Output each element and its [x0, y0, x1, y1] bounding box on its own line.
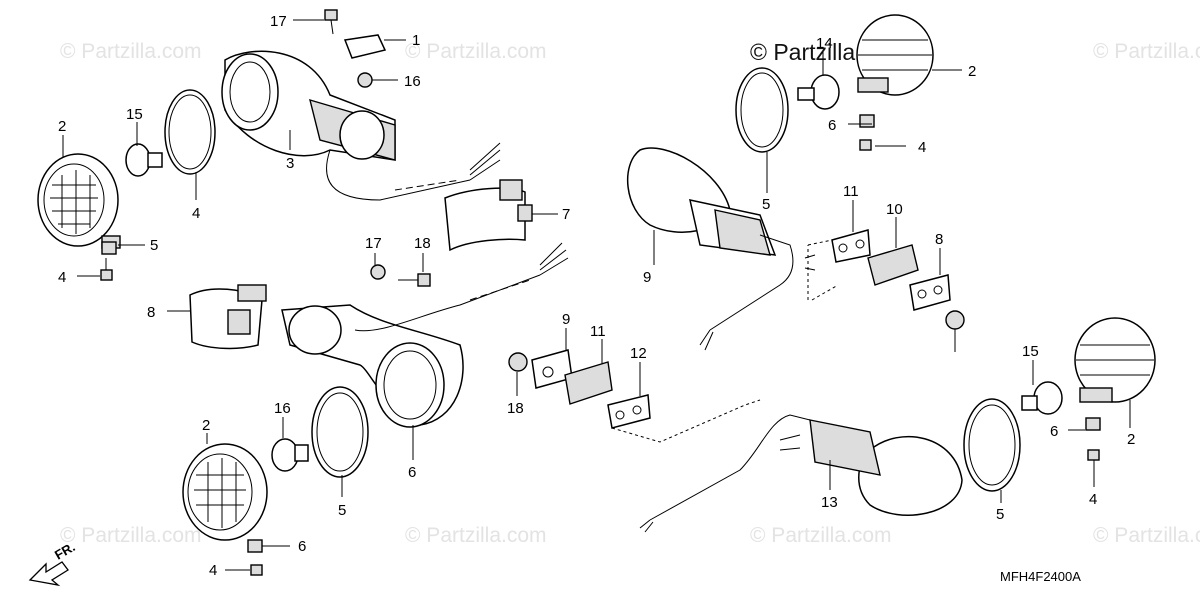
part-label: 2 — [1127, 431, 1135, 448]
arrow-icon — [28, 561, 69, 587]
part-label: 4 — [192, 205, 200, 222]
washer-part-9 — [909, 274, 951, 311]
lens-part-2 — [182, 443, 268, 541]
part-label: 11 — [843, 183, 859, 200]
screw-part-17 — [324, 9, 338, 35]
watermark: © Partzilla.com — [405, 40, 547, 63]
bushing-part-11 — [564, 361, 613, 405]
part-label: 8 — [935, 231, 943, 248]
part-label: 5 — [150, 237, 158, 254]
watermark: © Partzilla.com — [750, 524, 892, 547]
part-label: 16 — [404, 73, 421, 90]
part-label: 10 — [886, 201, 903, 218]
part-label: 6 — [298, 538, 306, 555]
part-label: 6 — [828, 117, 836, 134]
housing-part-10 — [626, 147, 816, 351]
lens-part-2 — [856, 14, 934, 96]
bulb-part-14 — [125, 143, 163, 177]
bushing-part-11 — [867, 244, 919, 286]
part-label: 9 — [643, 269, 651, 286]
clamp-part-1 — [343, 34, 387, 59]
part-label: 15 — [1022, 343, 1039, 360]
cover-part-8-lower — [189, 284, 267, 350]
part-label: 14 — [816, 35, 833, 52]
housing-part-3 — [221, 50, 501, 201]
nut-part-6 — [859, 114, 875, 128]
turn-signal-assembly-rear-left — [508, 317, 1156, 533]
cover-part-8-upper — [444, 179, 533, 252]
watermark: © Partzilla.com — [405, 524, 547, 547]
ring-part-5 — [311, 386, 369, 478]
watermark: © Partzilla.com — [1093, 524, 1200, 547]
part-label: 8 — [147, 304, 155, 321]
part-label: 18 — [507, 400, 524, 417]
bulb-part-15 — [1021, 381, 1063, 415]
part-label: 6 — [408, 464, 416, 481]
housing-part-7 — [281, 242, 569, 428]
part-label: 9 — [562, 311, 570, 328]
part-label: 5 — [338, 502, 346, 519]
part-label: 18 — [414, 235, 431, 252]
housing-part-13 — [639, 414, 963, 533]
part-label: 4 — [209, 562, 217, 579]
screw-part-4 — [1087, 449, 1100, 461]
part-label: 4 — [58, 269, 66, 286]
diagram-code: MFH4F2400A — [1000, 569, 1081, 584]
front-direction-marker: FR. — [28, 539, 78, 587]
part-label: 2 — [968, 63, 976, 80]
part-label: 2 — [202, 417, 210, 434]
ring-part-5 — [735, 67, 789, 153]
part-label: 17 — [365, 235, 382, 252]
part-label: 16 — [274, 400, 291, 417]
screw-part-17 — [398, 273, 431, 287]
part-label: 12 — [630, 345, 647, 362]
part-label: 11 — [590, 323, 606, 340]
nut-part-18 — [945, 310, 965, 330]
nut-part-6 — [1085, 417, 1101, 431]
part-label: 3 — [286, 155, 294, 172]
watermark: © Partzilla.com — [60, 40, 202, 63]
bolt-part-16 — [370, 264, 386, 280]
part-label: 7 — [562, 206, 570, 223]
part-label: 2 — [58, 118, 66, 135]
turn-signal-assembly-front-right — [37, 9, 501, 281]
nut-part-6 — [101, 241, 117, 255]
nut-part-18 — [508, 352, 528, 372]
bulb-part-15 — [797, 74, 840, 110]
part-label: 15 — [126, 106, 143, 123]
gasket-part-12 — [607, 394, 651, 429]
screw-part-4 — [250, 564, 263, 576]
part-label: 5 — [762, 196, 770, 213]
part-label: 17 — [270, 13, 287, 30]
part-label: 13 — [821, 494, 838, 511]
lens-part-2 — [37, 153, 121, 249]
gasket-part-12 — [831, 229, 871, 263]
turn-signal-assembly-front-left — [182, 242, 569, 576]
part-label: 1 — [412, 32, 420, 49]
part-labels: 17 1 16 2 15 4 3 5 4 7 17 18 8 16 2 5 6 … — [58, 13, 1135, 579]
turn-signal-assembly-rear-right — [626, 14, 965, 351]
nut-part-6 — [247, 539, 263, 553]
part-label: 4 — [918, 139, 926, 156]
part-label: 5 — [996, 506, 1004, 523]
leader-lines — [62, 19, 1131, 571]
watermark: © Partzilla.com — [60, 524, 202, 547]
bulb-part-14 — [271, 438, 309, 472]
part-label: 6 — [1050, 423, 1058, 440]
screw-part-4 — [859, 139, 872, 151]
bolt-part-16 — [357, 72, 373, 88]
screw-part-4 — [100, 258, 113, 281]
lens-part-2 — [1074, 317, 1156, 403]
watermark: © Partzilla.com — [1093, 40, 1200, 63]
ring-part-5 — [164, 89, 216, 175]
part-label: 4 — [1089, 491, 1097, 508]
ring-part-5 — [963, 398, 1021, 492]
